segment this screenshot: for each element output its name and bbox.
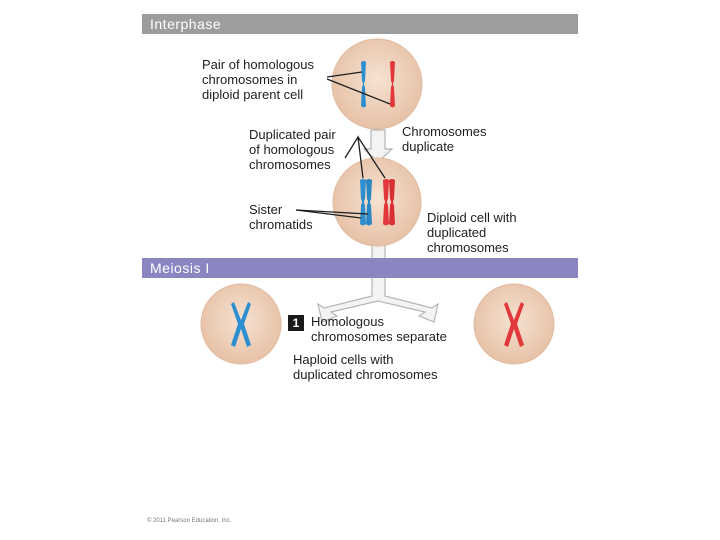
interphase-title: Interphase: [150, 16, 222, 32]
red-chromosome: [390, 61, 395, 108]
leader-pair-blue: [326, 71, 363, 78]
step-number-badge: 1: [288, 315, 304, 331]
blue-x-chromosome: [231, 302, 251, 347]
meiosis-title: Meiosis I: [150, 260, 210, 276]
haploid-cell-left: [200, 283, 282, 365]
red-x-chromosome: [504, 302, 524, 347]
leader-lines: [295, 71, 391, 219]
leader-pair-red: [326, 78, 391, 105]
duplication-arrow: [362, 129, 394, 163]
parent-cell: [331, 38, 423, 130]
leader-duplicated-pair-red: [357, 136, 386, 179]
label-haploid-cells: Haploid cells with duplicated chromosome…: [293, 352, 438, 382]
label-pair-homologous: Pair of homologous chromosomes in diploi…: [202, 57, 315, 102]
diploid-duplicated-cell: [332, 157, 422, 247]
copyright-notice: © 2011 Pearson Education, Inc.: [147, 518, 232, 524]
label-homologous-separate: Homologous chromosomes separate: [311, 314, 447, 344]
blue-chromosome: [361, 61, 366, 108]
label-diploid-duplicated: Diploid cell with duplicated chromosomes: [427, 210, 517, 255]
leader-sister-chromatids: [295, 209, 362, 219]
duplicated-red-chromosome: [383, 179, 395, 226]
meiosis-band: Meiosis I: [142, 258, 578, 278]
label-duplicated-pair: Duplicated pair of homologous chromosome…: [249, 127, 336, 172]
haploid-cell-right: [473, 283, 555, 365]
split-arrow: [317, 242, 439, 323]
label-sister-chromatids: Sister chromatids: [249, 202, 313, 232]
interphase-band: Interphase: [142, 14, 578, 34]
leader-sister-chromatids-2: [295, 209, 369, 215]
label-chromosomes-duplicate: Chromosomes duplicate: [402, 124, 487, 154]
